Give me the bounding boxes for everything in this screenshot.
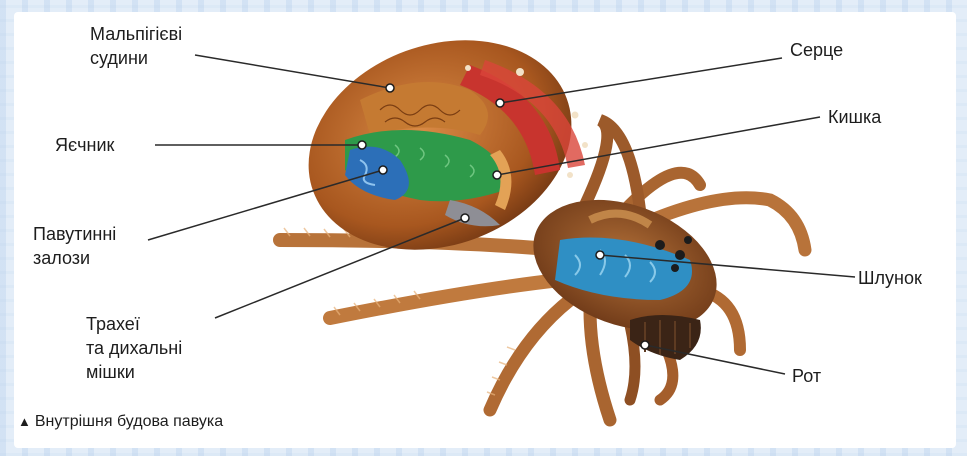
caption-text: Внутрішня будова павука — [35, 413, 223, 430]
label-tracheae: Трахеї та дихальні мішки — [86, 312, 182, 384]
label-heart: Серце — [790, 38, 843, 62]
leader-malpighian — [195, 55, 390, 88]
leg-left-3 — [490, 300, 570, 410]
label-silk-glands: Павутинні залози — [33, 222, 116, 270]
label-mouth: Рот — [792, 364, 821, 388]
label-ovary: Яєчник — [55, 133, 114, 157]
label-gut: Кишка — [828, 105, 881, 129]
label-malpighian-vessels: Мальпігієві судини — [90, 22, 182, 70]
triangle-marker-icon: ▲ — [18, 414, 31, 429]
leg-left-2 — [330, 280, 560, 318]
label-stomach: Шлунок — [858, 266, 922, 290]
figure-caption: ▲ Внутрішня будова павука — [18, 413, 223, 431]
leg-left-4 — [590, 310, 610, 420]
